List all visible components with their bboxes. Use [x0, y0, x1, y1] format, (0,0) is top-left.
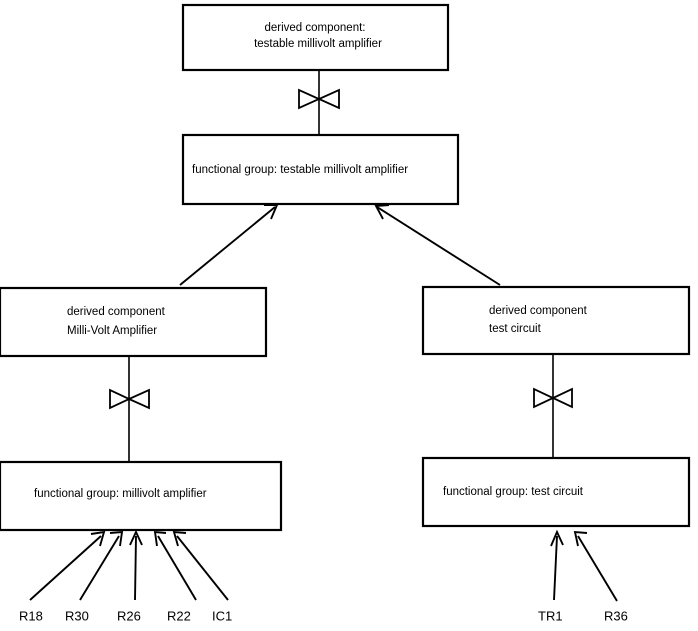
leaf-label-r30: R30	[65, 608, 89, 623]
node-derived-testable-millivolt-amplifier[interactable]: derived component: testable millivolt am…	[181, 3, 450, 72]
bowtie-realization-icon-right	[533, 387, 573, 409]
bowtie-realization-icon-left	[109, 388, 150, 410]
leaf-arrow-r22	[153, 530, 197, 601]
node-fg-test-circuit[interactable]: functional group: test circuit	[421, 456, 691, 528]
node-box[interactable]	[181, 3, 450, 72]
leaf-arrow-ic1	[172, 530, 229, 601]
node-box[interactable]	[421, 285, 691, 356]
node-label-line1: derived component:	[264, 22, 365, 34]
leaf-label-r36: R36	[604, 608, 628, 623]
node-label-line1: derived component	[67, 306, 166, 318]
node-label-line1: derived component	[489, 305, 588, 317]
node-box[interactable]	[0, 460, 283, 532]
node-label-line2: Milli-Volt Amplifier	[67, 325, 157, 337]
node-box[interactable]	[181, 133, 460, 206]
node-label-line1: functional group: testable millivolt amp…	[192, 164, 408, 176]
node-label-line2: testable millivolt amplifier	[254, 38, 382, 50]
generalization-arrow-right-head	[374, 204, 390, 220]
node-label-line1: functional group: test circuit	[443, 486, 584, 498]
generalization-arrow-right-line	[376, 206, 501, 286]
node-box[interactable]	[421, 456, 691, 528]
leaf-label-r22: R22	[167, 608, 191, 623]
node-label-line1: functional group: millivolt amplifier	[34, 488, 207, 500]
leaf-label-tr1: TR1	[538, 608, 563, 623]
node-derived-milli-volt-amplifier[interactable]: derived component Milli-Volt Amplifier	[0, 286, 268, 358]
node-fg-testable-millivolt-amplifier[interactable]: functional group: testable millivolt amp…	[181, 133, 460, 206]
leaf-label-r26: R26	[117, 608, 141, 623]
generalization-arrow-left-head	[264, 204, 279, 220]
node-label-line2: test circuit	[489, 323, 542, 335]
leaf-arrow-r26	[129, 529, 143, 601]
leaf-label-r18: R18	[19, 608, 43, 623]
leaf-arrow-tr1	[550, 529, 564, 601]
leaf-arrow-r36	[573, 530, 618, 602]
node-derived-test-circuit[interactable]: derived component test circuit	[421, 285, 691, 356]
leaf-arrow-r18	[29, 530, 106, 601]
leaf-label-ic1: IC1	[212, 608, 232, 623]
bowtie-realization-icon-top	[298, 88, 340, 110]
generalization-arrow-left-line	[179, 206, 276, 286]
leaf-arrow-r30	[79, 530, 124, 601]
node-box[interactable]	[0, 286, 268, 358]
node-fg-millivolt-amplifier[interactable]: functional group: millivolt amplifier	[0, 460, 283, 532]
